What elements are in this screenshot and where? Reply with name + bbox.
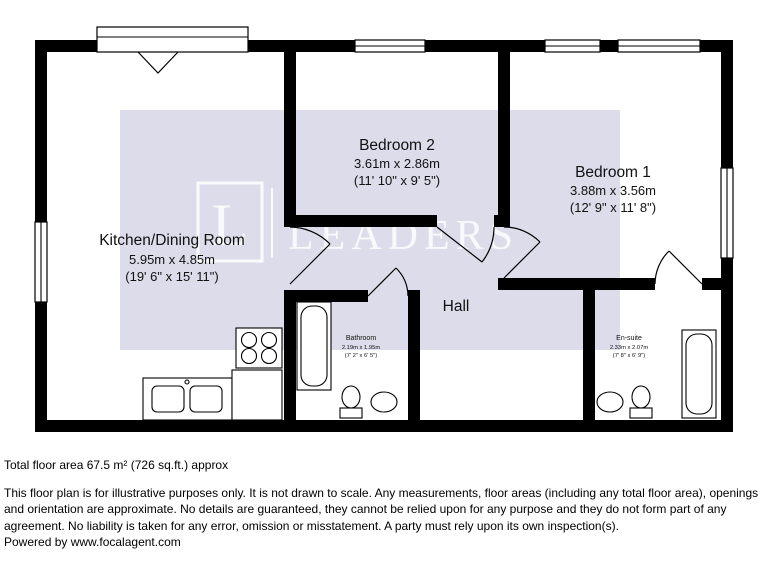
- wall-segment: [35, 40, 47, 222]
- wall-bathroom-left: [284, 290, 296, 420]
- watermark-letter-box: [196, 181, 264, 263]
- door-bedroom1: [503, 226, 541, 279]
- bay-window-marks: [137, 51, 179, 74]
- wall-bedroom1-bottom-right: [702, 278, 733, 290]
- stove-burner-icon: [240, 331, 258, 349]
- stove-burner-icon: [260, 331, 278, 349]
- wall-segment: [721, 258, 733, 432]
- bay-window: [96, 26, 249, 53]
- kitchen-tap-icon: [184, 379, 190, 385]
- wall-bedroom2-bottom: [284, 215, 437, 227]
- hall-label: Hall: [443, 298, 470, 315]
- kitchen-sink-bowl: [151, 385, 185, 413]
- total-floor-area: Total floor area 67.5 m² (726 sq.ft.) ap…: [4, 458, 229, 472]
- stove-burner-icon: [240, 347, 258, 365]
- bathroom-imperial: (7' 2" x 6' 5"): [345, 353, 377, 359]
- ensuite-basin: [596, 391, 624, 413]
- ensuite-imperial: (7' 8" x 6' 9"): [613, 353, 645, 359]
- ensuite-toilet: [631, 385, 651, 409]
- windows: [34, 26, 734, 303]
- bedroom2-imperial: (11' 10" x 9' 5"): [354, 173, 440, 188]
- wall-bathroom-top: [284, 290, 368, 302]
- stove-burner-icon: [260, 347, 278, 365]
- wall-kitchen-bedroom2: [284, 52, 296, 227]
- wall-segment: [245, 40, 355, 52]
- kitchen-imperial: (19' 6" x 15' 11"): [125, 269, 218, 284]
- kitchen-counter: [231, 369, 283, 421]
- kitchen-stove: [235, 327, 283, 369]
- bathroom-basin: [370, 391, 398, 413]
- kitchen-label: Kitchen/Dining Room: [99, 232, 245, 249]
- wall-segment: [600, 40, 618, 52]
- floor-plan-svg: L LEADERS: [34, 26, 734, 432]
- wall-bathroom-right: [408, 290, 420, 420]
- bedroom1-metric: 3.88m x 3.56m: [570, 183, 656, 198]
- wall-segment: [721, 40, 733, 168]
- bedroom2-label: Bedroom 2: [359, 137, 435, 154]
- wall-segment: [425, 40, 545, 52]
- door-bedroom2: [436, 226, 495, 263]
- footer: Total floor area 67.5 m² (726 sq.ft.) ap…: [4, 457, 762, 551]
- bedroom2-metric: 3.61m x 2.86m: [354, 156, 440, 171]
- powered-by: Powered by www.focalagent.com: [4, 535, 181, 549]
- kitchen-sink-drainer: [189, 385, 223, 413]
- wall-ensuite-left: [583, 290, 595, 420]
- bedroom1-imperial: (12' 9" x 11' 8"): [570, 200, 656, 215]
- bathroom-metric: 2.19m x 1.95m: [342, 345, 381, 351]
- watermark-letter: L: [212, 192, 249, 258]
- wall-segment: [35, 302, 47, 432]
- ensuite-label: En-suite: [616, 335, 642, 342]
- floor-plan: L LEADERS: [34, 26, 734, 432]
- door-ensuite: [654, 250, 703, 285]
- wall-segment: [35, 420, 733, 432]
- bathroom-toilet: [341, 385, 361, 409]
- kitchen-metric: 5.95m x 4.85m: [129, 252, 215, 267]
- door-kitchen-opening: [289, 226, 331, 285]
- door-bathroom: [367, 267, 409, 297]
- wall-segment: [35, 40, 100, 52]
- ensuite-toilet-cistern: [629, 407, 653, 419]
- wall-bedroom1-bottom: [498, 278, 655, 290]
- bathroom-label: Bathroom: [346, 335, 377, 342]
- walls: [35, 40, 733, 432]
- doors: [289, 226, 703, 297]
- watermark-background: [120, 110, 620, 350]
- ensuite-metric: 2.33m x 2.07m: [610, 345, 649, 351]
- wall-bedroom2-bedroom1: [498, 52, 510, 227]
- fixtures: [142, 301, 717, 421]
- ensuite-bathtub-inner: [685, 333, 713, 415]
- bathroom-bathtub-inner: [300, 305, 328, 387]
- bedroom1-label: Bedroom 1: [575, 164, 651, 181]
- disclaimer-text: This floor plan is for illustrative purp…: [4, 485, 759, 533]
- room-labels: Kitchen/Dining Room 5.95m x 4.85m (19' 6…: [99, 137, 656, 359]
- bathroom-toilet-cistern: [339, 407, 363, 419]
